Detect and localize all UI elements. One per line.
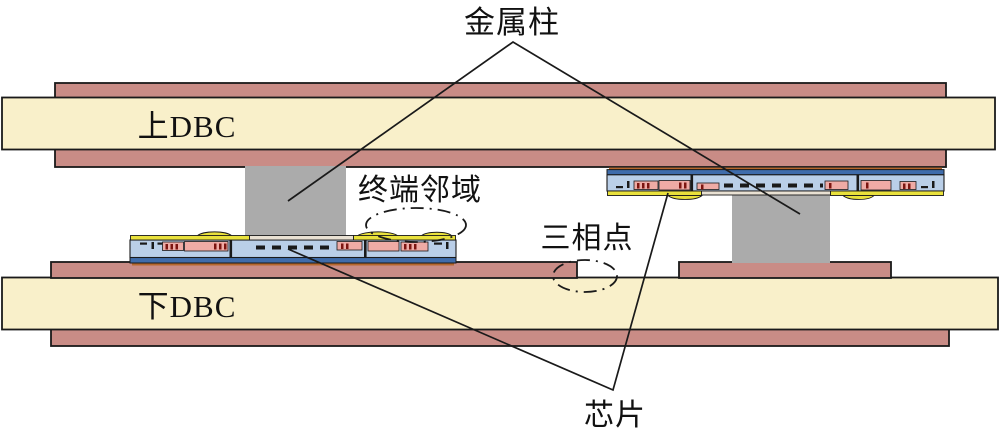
bottom-solder-strip-right [830,190,944,196]
upper-dbc-label: 上DBC [138,109,237,144]
die-attach-layer [132,262,454,266]
lower-dbc: 下DBC [1,261,999,347]
upper-dbc: 上DBC [1,82,996,168]
metal-pillar-label: 金属柱 [464,5,560,40]
metal-pillar-left [245,166,346,237]
triple-point-ellipse [552,259,618,293]
lower-dbc-ceramic [1,276,999,331]
solder-blob [841,195,876,200]
chip-label: 芯片 [584,399,646,432]
metal-pillar-right [732,194,830,263]
upper-dbc-ceramic [1,96,996,151]
top-solder-strip-right [353,235,456,241]
chip-metallization-pattern [140,240,449,258]
die-attach-layer [609,167,942,170]
triple-point-label: 三相点 [541,222,634,255]
top-solder-strip-left [130,235,250,241]
upper-dbc-top-copper [54,82,947,100]
solder-blob [666,195,704,200]
bottom-solder-strip-left [607,190,702,196]
chip-base-layer [606,169,945,176]
terminal-region-label: 终端邻域 [358,174,482,207]
terminal-region-ellipse [365,207,467,243]
chip-metallization-pattern [616,174,935,191]
metal-pillar-leader-lines [287,40,801,215]
upper-dbc-bottom-copper [54,147,947,168]
chip-assembly-left [129,231,457,266]
chip-base-layer [129,257,457,264]
lower-dbc-label: 下DBC [138,289,237,324]
chip-leader-lines [287,192,669,392]
pillar-pad-strip [249,235,354,241]
lower-dbc-bottom-copper [50,328,950,347]
chip-assembly-right [606,167,945,200]
lower-dbc-top-copper-pad [678,261,892,279]
